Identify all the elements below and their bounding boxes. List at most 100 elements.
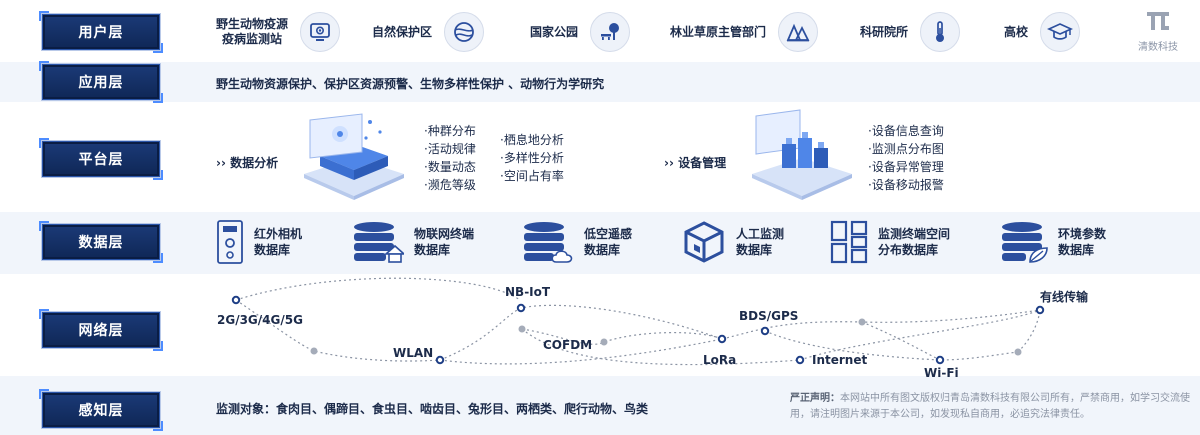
layer-tag-perception: 感知层 [39,389,163,431]
analysis-item: ·种群分布 [424,124,476,138]
network-link [764,330,1019,361]
device-item: ·设备异常管理 [868,160,944,174]
network-label-cofdm: COFDM [543,338,593,352]
cube-box-icon [684,221,724,263]
analysis-item: ·栖息地分析 [500,133,564,147]
layer-tag-data: 数据层 [39,221,163,263]
network-node-lora [717,334,727,344]
database-environment-parameters: 环境参数数据库 [1000,218,1106,266]
database-label: 分布数据库 [878,243,939,257]
database-label: 环境参数 [1058,227,1107,241]
layer-tag-network: 网络层 [39,309,163,351]
network-link [799,309,1041,361]
user-item-label: 野生动物疫源 [216,17,289,31]
network-link [439,338,723,365]
user-item-label: 自然保护区 [372,24,433,39]
network-label-wlan: WLAN [393,346,434,360]
device-item: ·设备移动报警 [868,178,944,192]
database-label: 数据库 [736,243,773,257]
database-cloud-icon [524,222,573,263]
app-band [0,62,1200,102]
layer-tag-user: 用户层 [39,11,163,53]
network-diagram [231,277,1045,366]
network-label-lora: LoRa [703,353,737,367]
layer-tag-application: 应用层 [39,61,163,103]
database-manual-monitoring: 人工监测数据库 [682,218,784,266]
network-label-nbiot: NB-IoT [505,285,551,299]
company-logo: 清数科技 [1130,10,1186,53]
network-label-wired: 有线传输 [1040,290,1089,304]
network-label-bdsgps: BDS/GPS [739,309,799,323]
monitor-icon [300,12,341,52]
user-item-research-institute: 科研院所 [860,10,961,54]
perception-objects: 食肉目、偶蹄目、食虫目、啮齿目、兔形目、两栖类、爬行动物、鸟类 [276,402,649,416]
database-home-icon [354,222,404,263]
device-management-illustration-icon [752,109,852,200]
network-node-wlan [435,355,445,365]
network-node-internet [795,355,805,365]
device-item: ·设备信息查询 [868,124,944,138]
network-node-2g5g [231,295,241,305]
user-item-epidemic-station: 野生动物疫源疫病监测站 [216,10,341,54]
database-label: 人工监测 [736,227,785,241]
notice-text: 本网站中所有图文版权归青岛清数科技有限公司所有，严禁商用，如学习交流使用，请注明… [790,393,1190,420]
database-label: 数据库 [414,243,451,257]
network-link [235,299,441,362]
database-label: 红外相机 [254,227,303,241]
database-leaf-icon [1002,222,1048,263]
grid-blocks-icon [830,220,868,264]
network-label-2g5g: 2G/3G/4G/5G [217,313,303,327]
analysis-list-1: ·种群分布 ·活动规律 ·数量动态 ·濒危等级 [424,122,476,194]
logo-text: 清数科技 [1138,42,1178,53]
network-label-internet: Internet [812,353,868,367]
user-item-label: 国家公园 [530,24,579,39]
database-iot-terminal: 物联网终端数据库 [352,218,474,266]
user-item-label: 林业草原主管部门 [670,24,767,39]
analysis-item: ·濒危等级 [424,178,476,192]
database-label: 物联网终端 [414,227,475,241]
logo-mark-icon [1147,12,1169,30]
database-label: 监测终端空间 [878,227,951,241]
network-link [861,321,941,361]
user-item-label: 疫病监测站 [222,32,283,46]
database-infrared-camera: 红外相机数据库 [216,218,302,266]
network-link [521,328,801,366]
network-relay-dot [600,338,608,346]
analysis-item: ·活动规律 [424,142,476,156]
analysis-item: ·空间占有率 [500,169,564,183]
data-analysis-illustration-icon [304,113,404,200]
network-relay-dot [858,318,866,326]
user-item-label: 高校 [1004,24,1029,39]
database-label: 数据库 [1058,243,1095,257]
park-bench-tree-icon [590,12,631,52]
network-node-wifi [935,355,945,365]
application-text: 野生动物资源保护、保护区资源预警、生物多样性保护 、动物行为学研究 [216,77,605,91]
user-item-label: 科研院所 [860,24,909,39]
database-terminal-spatial-distribution: 监测终端空间分布数据库 [830,218,950,266]
layer-tag-platform: 平台层 [39,138,163,180]
network-node-bdsgps [760,326,770,336]
camera-device-icon [217,220,243,264]
network-relay-dot [518,325,526,333]
data-band [0,212,1200,274]
database-low-altitude-sensing: 低空遥感数据库 [522,218,632,266]
network-link [439,304,723,361]
database-label: 数据库 [254,243,291,257]
globe-icon [444,12,485,52]
analysis-list-2: ·栖息地分析 ·多样性分析 ·空间占有率 [500,131,564,185]
database-label: 低空遥感 [584,227,633,241]
network-label-wifi: Wi-Fi [924,366,959,380]
device-item: ·监测点分布图 [868,142,944,156]
database-label: 数据库 [584,243,621,257]
data-analysis-title: ›› 数据分析 [216,156,279,170]
network-relay-dot [310,347,318,355]
network-node-wired [1035,305,1045,315]
network-node-nbiot [516,303,526,313]
thermometer-icon [920,12,961,52]
analysis-item: ·数量动态 [424,160,476,174]
perception-label: 监测对象： [216,402,277,416]
notice-title: 严正声明： [790,393,840,404]
copyright-notice: 严正声明：本网站中所有图文版权归青岛清数科技有限公司所有，严禁商用，如学习交流使… [790,391,1190,423]
mountain-trees-icon [778,12,819,52]
device-management-title: ›› 设备管理 [664,156,727,170]
